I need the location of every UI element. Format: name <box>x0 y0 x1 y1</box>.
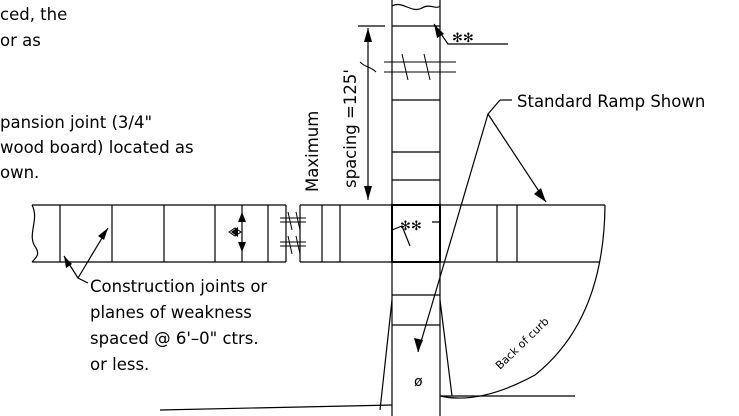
asterisk-markers: ✻✻ ✻✻ <box>400 23 508 234</box>
vertical-sidewalk <box>384 0 456 416</box>
svg-text:or as: or as <box>0 31 41 50</box>
note-expansion-joint: pansion joint (3/4" wood board) located … <box>0 113 194 182</box>
left-break-line <box>31 204 39 263</box>
note-construction-joints: Construction joints or planes of weaknes… <box>90 277 267 374</box>
break-symbol-top <box>280 211 306 231</box>
asterisk-top: ✻✻ <box>452 31 474 46</box>
ramp-leader-1 <box>417 99 501 353</box>
svg-text:planes of weakness: planes of weakness <box>90 303 252 322</box>
svg-text:wood board) located as: wood board) located as <box>0 138 194 157</box>
construction-joint-leader <box>63 227 109 284</box>
svg-text:spaced @ 6'–0" ctrs.: spaced @ 6'–0" ctrs. <box>90 329 259 348</box>
back-of-curb-label: Back of curb <box>493 315 552 372</box>
svg-text:own.: own. <box>0 163 39 182</box>
standard-ramp-label: Standard Ramp Shown <box>517 92 705 111</box>
max-spacing-dimension: Maximum spacing =125' <box>303 25 385 200</box>
vertical-break-symbol <box>384 53 456 81</box>
max-spacing-label: Maximum <box>303 111 322 192</box>
svg-text:or less.: or less. <box>90 355 149 374</box>
asterisk-mid: ✻✻ <box>400 219 422 234</box>
horizontal-sidewalk <box>31 204 605 263</box>
break-symbol-bottom <box>280 235 306 255</box>
top-break-line <box>391 4 441 10</box>
svg-text:pansion joint (3/4": pansion joint (3/4" <box>0 113 152 132</box>
svg-text:ced, the: ced, the <box>0 5 67 24</box>
note-top-left: ced, the or as <box>0 5 67 50</box>
phi-symbol: ø <box>414 374 423 390</box>
back-of-curb-arc <box>439 204 606 399</box>
max-spacing-value: spacing =125' <box>341 69 360 188</box>
svg-text:Construction joints or: Construction joints or <box>90 277 267 296</box>
expansion-joint-marker-left <box>231 227 238 237</box>
